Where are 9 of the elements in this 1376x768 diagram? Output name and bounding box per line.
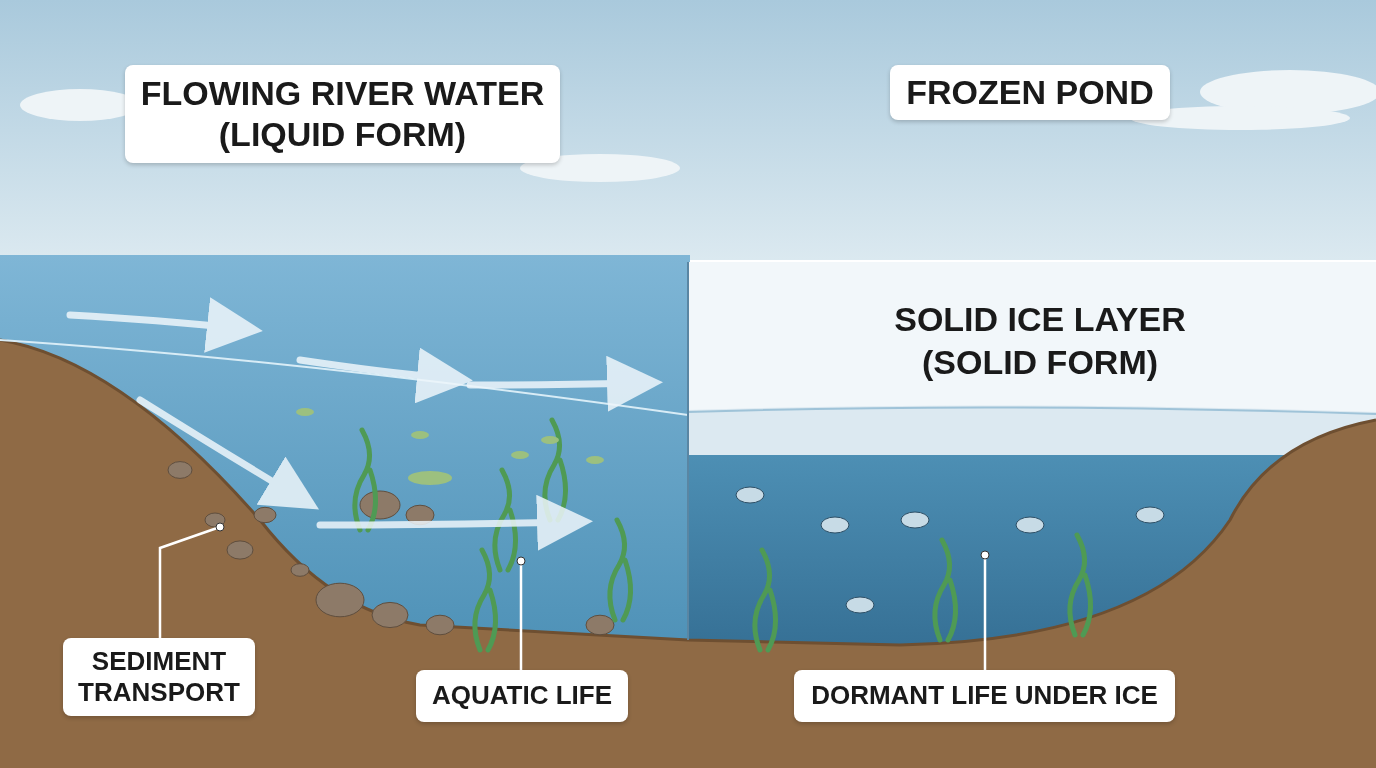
layer-label: SOLID ICE LAYER (SOLID FORM) xyxy=(893,299,1187,383)
leader-line xyxy=(158,522,225,638)
leader-line xyxy=(980,550,990,670)
title-card: FROZEN POND xyxy=(890,65,1170,120)
callout-label: DORMANT LIFE UNDER ICE xyxy=(794,670,1175,722)
title-card: FLOWING RIVER WATER (LIQUID FORM) xyxy=(125,65,560,163)
callout-label: AQUATIC LIFE xyxy=(416,670,628,722)
leader-line xyxy=(516,556,526,670)
callout-label: SEDIMENT TRANSPORT xyxy=(63,638,255,716)
